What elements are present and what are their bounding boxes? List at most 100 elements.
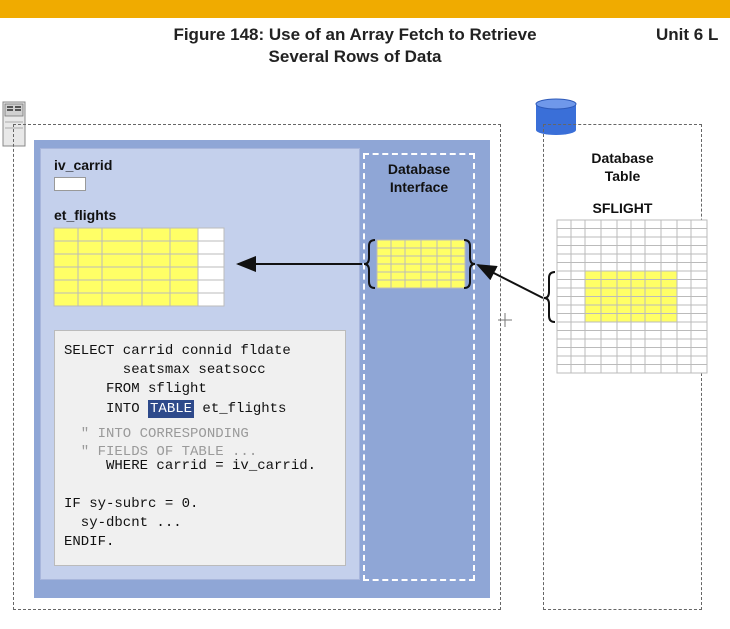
internal-table-cell [101,240,143,255]
sflight-table-cell [676,253,692,263]
interface-buffer-cell [420,279,438,289]
sflight-table-cell [690,338,708,348]
sflight-table-cell [556,245,572,255]
sflight-table-cell [570,253,586,263]
sflight-table-cell [676,338,692,348]
sflight-table-cell [644,364,662,374]
sflight-table-cell [660,321,678,331]
sflight-table-cell [676,321,692,331]
interface-buffer-cell [404,279,422,289]
sflight-table-cell [690,262,708,272]
sflight-table-cell [570,321,586,331]
sflight-table-grid [556,219,708,374]
sflight-table-cell [616,228,632,238]
arrow-db-to-interface [476,264,544,299]
sflight-table-cell [584,228,602,238]
sflight-table-cell [600,279,618,289]
sflight-table-cell [556,270,572,280]
internal-table-cell [141,227,171,242]
sflight-table-cell [600,253,618,263]
sflight-table-cell [570,228,586,238]
internal-table-cell [53,292,79,307]
sflight-table-cell [556,296,572,306]
sflight-table-cell [556,236,572,246]
interface-buffer-cell [376,263,392,273]
sflight-table-cell [644,313,662,323]
sflight-table-cell [644,245,662,255]
code-line-2: seatsmax seatsocc [64,362,266,378]
interface-buffer-cell [404,271,422,281]
sflight-table-cell [644,296,662,306]
internal-table-cell [141,253,171,268]
interface-buffer-cell [420,247,438,257]
sflight-table-cell [644,338,662,348]
interface-buffer-cell [404,247,422,257]
sflight-table-cell [616,262,632,272]
internal-table-cell [197,240,225,255]
iv-carrid-label: iv_carrid [54,157,113,173]
sflight-table-cell [570,279,586,289]
internal-table-cell [77,227,103,242]
internal-table-cell [77,253,103,268]
sflight-table-cell [570,236,586,246]
sflight-table-cell [630,321,646,331]
internal-table-cell [169,266,199,281]
interface-buffer-cell [404,239,422,249]
interface-buffer-cell [450,247,466,257]
internal-table-cell [101,266,143,281]
interface-buffer-cell [404,255,422,265]
interface-buffer-cell [376,255,392,265]
code-line-where: WHERE carrid = iv_carrid. [64,458,317,474]
sflight-table-cell [630,236,646,246]
sflight-table-cell [644,219,662,229]
sflight-table-cell [570,304,586,314]
internal-table-grid [53,227,225,307]
internal-table-cell [77,279,103,294]
code-line-4-suffix: et_flights [194,401,287,417]
sflight-table-cell [690,296,708,306]
interface-buffer-cell [376,271,392,281]
sflight-table-cell [570,296,586,306]
sflight-table-cell [676,347,692,357]
sflight-table-cell [584,270,602,280]
database-table-title-line1: Database [591,150,654,166]
sflight-table-cell [630,279,646,289]
sflight-table-cell [644,253,662,263]
sflight-table-cell [570,262,586,272]
sflight-table-cell [616,253,632,263]
internal-table-cell [169,240,199,255]
sflight-table-cell [600,262,618,272]
sflight-table-cell [556,313,572,323]
sflight-table-cell [630,287,646,297]
internal-table-cell [101,253,143,268]
internal-table-cell [141,240,171,255]
sflight-table-cell [584,355,602,365]
interface-buffer-cell [376,239,392,249]
interface-buffer-cell [450,279,466,289]
internal-table-cell [53,253,79,268]
sflight-table-cell [676,236,692,246]
sflight-table-cell [616,296,632,306]
sflight-table-cell [630,338,646,348]
sflight-table-cell [616,313,632,323]
sflight-table-cell [556,338,572,348]
iv-carrid-field [54,177,86,191]
sflight-table-cell [676,270,692,280]
figure-title: Figure 148: Use of an Array Fetch to Ret… [130,24,580,68]
interface-buffer-cell [436,239,452,249]
code-comment-line-2: " FIELDS OF TABLE ... [64,444,258,460]
sflight-table-cell [690,245,708,255]
sflight-table-cell [570,355,586,365]
sflight-table-cell [676,228,692,238]
sflight-table-cell [570,347,586,357]
sflight-table-cell [690,313,708,323]
interface-buffer-cell [390,255,406,265]
sflight-table-cell [584,347,602,357]
sflight-table-cell [600,219,618,229]
sflight-table-cell [630,304,646,314]
sflight-table-cell [660,236,678,246]
interface-buffer-cell [390,271,406,281]
sflight-table-cell [600,287,618,297]
internal-table-cell [169,279,199,294]
